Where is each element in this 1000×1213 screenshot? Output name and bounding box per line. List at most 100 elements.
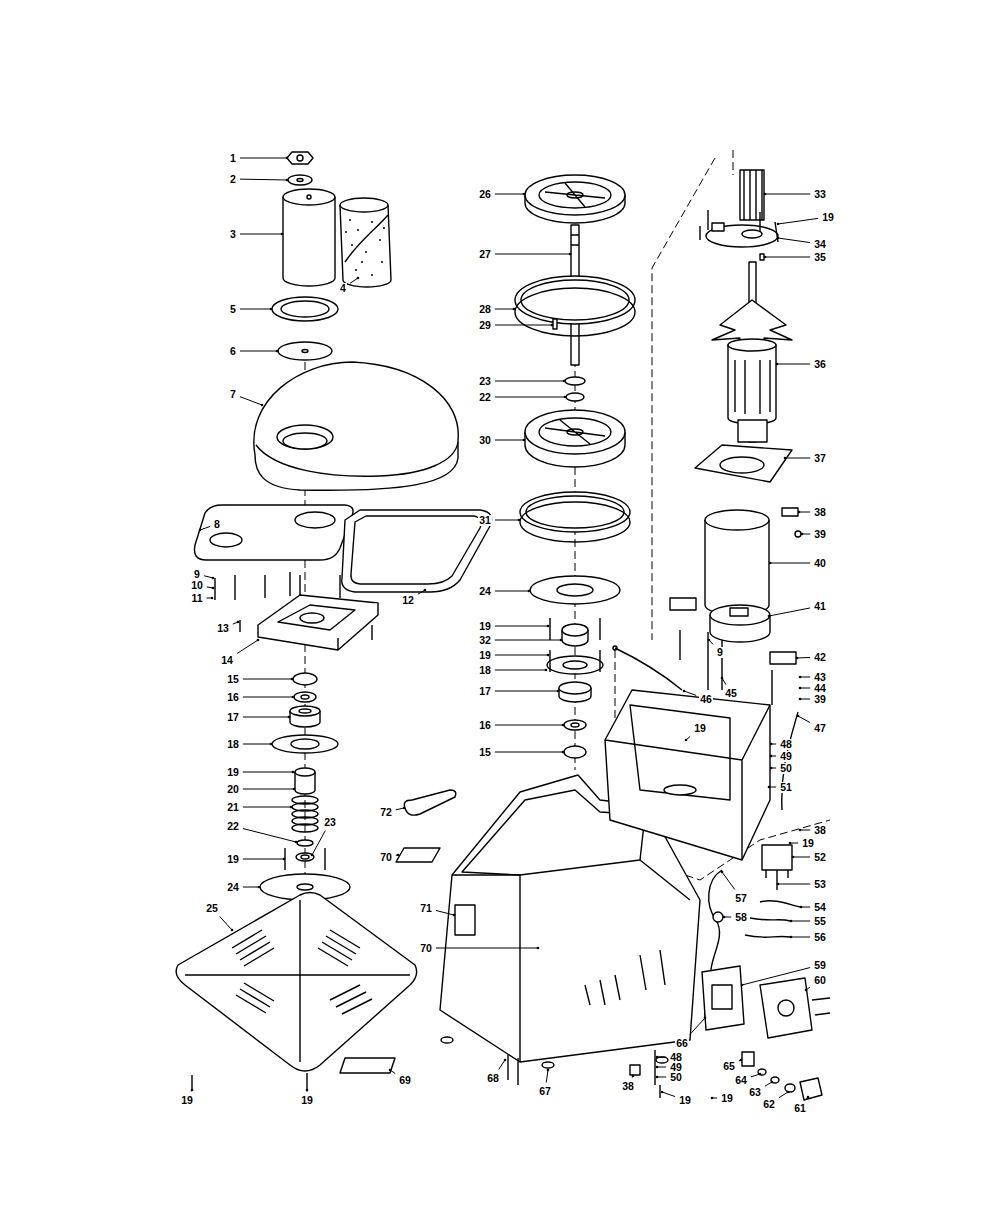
- callout-number: 24: [226, 882, 240, 893]
- callout-number: 9: [193, 569, 201, 580]
- leader-line: [243, 807, 291, 808]
- base-frame: [258, 603, 378, 650]
- key: [553, 319, 557, 329]
- sanding-sleeve: [379, 239, 381, 241]
- callout-number: 72: [379, 807, 393, 818]
- leader-dot: [805, 989, 808, 992]
- callout-number: 39: [813, 529, 827, 540]
- callout-number: 36: [813, 359, 827, 370]
- leader-dot: [656, 1076, 659, 1079]
- callout-number: 25: [205, 903, 219, 914]
- motor-bracket: [664, 785, 696, 795]
- bearing-plate: [742, 230, 762, 238]
- leader-dot: [777, 883, 780, 886]
- armature: [735, 360, 770, 414]
- bearing: [272, 673, 338, 794]
- callout-number: 33: [813, 189, 827, 200]
- callout-number: 23: [323, 817, 337, 828]
- leader-dot: [557, 690, 560, 693]
- wire: [615, 648, 682, 690]
- leader-dot: [258, 886, 261, 889]
- callout-number: 57: [734, 893, 748, 904]
- leader-dot: [357, 277, 360, 280]
- leader-dot: [799, 829, 802, 832]
- leader-line: [495, 254, 570, 255]
- leader-dot: [770, 743, 773, 746]
- callout-number: 19: [226, 767, 240, 778]
- leader-dot: [799, 687, 802, 690]
- leader-line: [240, 397, 262, 405]
- leader-line: [240, 309, 271, 310]
- leader-line: [495, 591, 529, 592]
- leader-line: [765, 257, 810, 258]
- leader-line: [499, 1060, 505, 1070]
- switch: [766, 870, 788, 890]
- leader-line: [243, 772, 293, 773]
- leader-line: [495, 325, 552, 326]
- leader-line: [799, 512, 810, 513]
- retaining-ring: [565, 377, 585, 385]
- sanding-sleeve: [340, 198, 391, 287]
- callout-number: 31: [478, 515, 492, 526]
- callout-number: 70: [419, 943, 433, 954]
- sanding-sleeve: [357, 229, 359, 231]
- leader-dot: [545, 669, 548, 672]
- leader-line: [777, 364, 810, 365]
- screw: [700, 210, 778, 242]
- callout-number: 55: [813, 916, 827, 927]
- callout-number: 70: [379, 852, 393, 863]
- sanding-sleeve: [371, 221, 373, 223]
- motor-housing: [705, 520, 769, 615]
- gear-pulley: [525, 410, 625, 467]
- leader-dot: [286, 157, 289, 160]
- leader-dot: [776, 363, 779, 366]
- retaining-ring: [301, 855, 309, 859]
- leader-dot: [792, 856, 795, 859]
- callout-number: 38: [813, 825, 827, 836]
- callout-number: 67: [538, 1086, 552, 1097]
- leader-dot: [768, 615, 771, 618]
- nut: [287, 152, 313, 164]
- callout-number: 12: [401, 595, 415, 606]
- leader-line: [495, 725, 563, 726]
- callout-number: 19: [821, 212, 835, 223]
- leader-dot: [257, 639, 260, 642]
- callout-number: 68: [486, 1073, 500, 1084]
- motor-bracket: [605, 705, 770, 860]
- leader-dot: [770, 755, 773, 758]
- leader-line: [495, 520, 519, 521]
- callout-number: 7: [229, 389, 237, 400]
- clip: [630, 1065, 640, 1075]
- bearing: [291, 739, 319, 749]
- leader-line: [204, 576, 213, 578]
- armature: [712, 262, 792, 442]
- leader-dot: [661, 1091, 664, 1094]
- leader-line: [742, 968, 810, 985]
- callout-number: 9: [716, 647, 724, 658]
- housing: [542, 1062, 554, 1068]
- sanding-sleeve: [340, 198, 388, 212]
- leader-line: [436, 910, 454, 915]
- leader-dot: [768, 786, 771, 789]
- sanding-sleeve: [371, 274, 373, 276]
- end-cap: [710, 605, 770, 642]
- leader-line: [662, 1092, 675, 1097]
- callout-number: 19: [801, 838, 815, 849]
- armature: [728, 345, 776, 424]
- label-plate: [455, 905, 475, 935]
- spindle: [571, 235, 579, 245]
- callout-number: 66: [675, 1038, 689, 1049]
- wire: [613, 646, 617, 650]
- retaining-ring: [566, 393, 584, 401]
- sanding-sleeve: [365, 251, 367, 253]
- callout-number: 16: [478, 720, 492, 731]
- leader-dot: [389, 1069, 392, 1072]
- grate: [192, 1073, 307, 1090]
- leader-dot: [741, 984, 744, 987]
- gasket-plate: [194, 505, 353, 560]
- switch-body: [778, 1000, 794, 1016]
- leader-line: [243, 697, 293, 698]
- leader-dot: [721, 677, 724, 680]
- grate: [232, 930, 372, 1014]
- leader-line: [243, 859, 284, 860]
